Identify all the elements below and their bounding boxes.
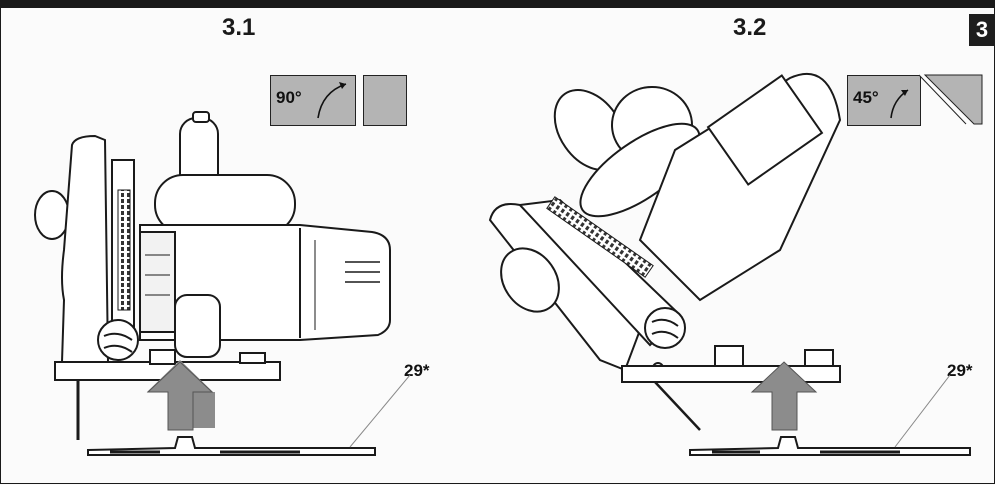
up-arrow-icon [750, 361, 818, 431]
guide-rail-illustration [689, 374, 971, 456]
circular-saw-illustration [34, 111, 391, 440]
figure-number-badge: 3 [969, 14, 995, 46]
panel-title-3-2: 3.2 [733, 14, 767, 41]
part-ref-29-left: 29* [404, 361, 430, 380]
circular-saw-illustration [488, 72, 842, 431]
angle-indicator-square [363, 75, 407, 126]
angle-indicator-icon [890, 74, 983, 125]
angle-indicator-45 [847, 75, 921, 126]
top-rule [0, 0, 995, 8]
part-ref-29-right: 29* [947, 361, 973, 380]
guide-rail-illustration [87, 374, 411, 456]
angle-label-90: 90° [276, 88, 302, 107]
angle-label-45: 45° [853, 88, 879, 107]
up-arrow-icon [146, 360, 215, 431]
angle-indicator-icon [317, 82, 347, 119]
panel-title-3-1: 3.1 [222, 14, 256, 41]
